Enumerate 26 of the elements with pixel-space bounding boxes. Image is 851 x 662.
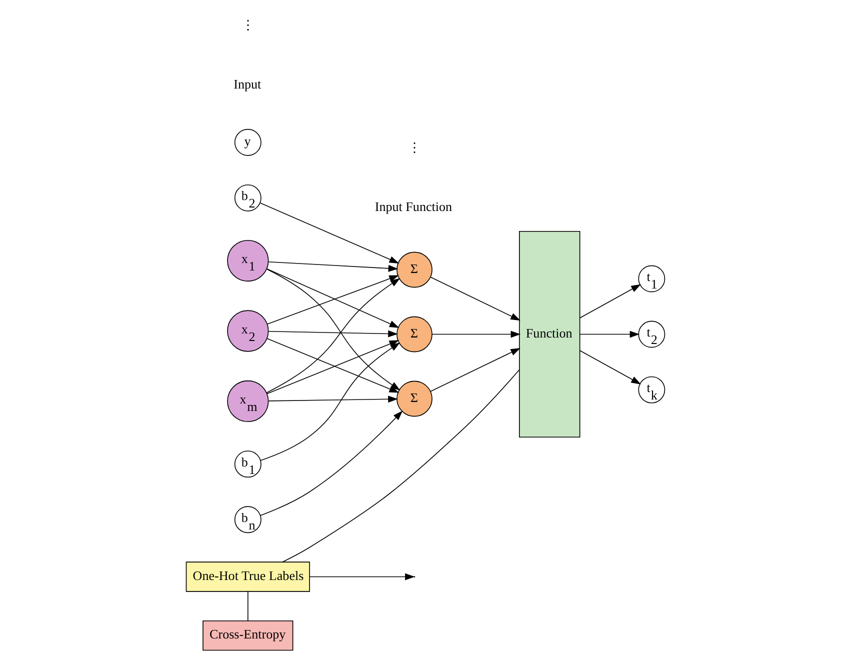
arrow xyxy=(266,268,400,328)
arrow xyxy=(260,410,403,516)
arrow xyxy=(260,202,400,264)
arrow xyxy=(430,348,520,392)
arrow xyxy=(580,330,640,338)
arrow xyxy=(268,330,398,338)
node-circle: y xyxy=(234,128,262,156)
node-circle: Σ xyxy=(396,380,432,417)
node-box: Cross-Entropy xyxy=(202,620,294,651)
arrow xyxy=(580,284,641,318)
arrow xyxy=(266,275,399,324)
arrow xyxy=(268,261,398,272)
node-circle: Σ xyxy=(396,316,432,352)
arrow xyxy=(430,276,520,321)
arrow xyxy=(309,573,415,580)
node-box: One-Hot True Labels xyxy=(186,562,310,592)
label: ⋮ xyxy=(241,18,254,33)
label: ⋮ xyxy=(408,140,421,156)
label: Input xyxy=(234,76,262,92)
label: Input Function xyxy=(374,198,452,214)
node-circle: Σ xyxy=(396,252,432,288)
arrow xyxy=(432,330,521,338)
connector xyxy=(282,369,520,562)
node-box: Function xyxy=(518,230,580,438)
arrow xyxy=(580,350,641,384)
arrow xyxy=(268,396,398,403)
